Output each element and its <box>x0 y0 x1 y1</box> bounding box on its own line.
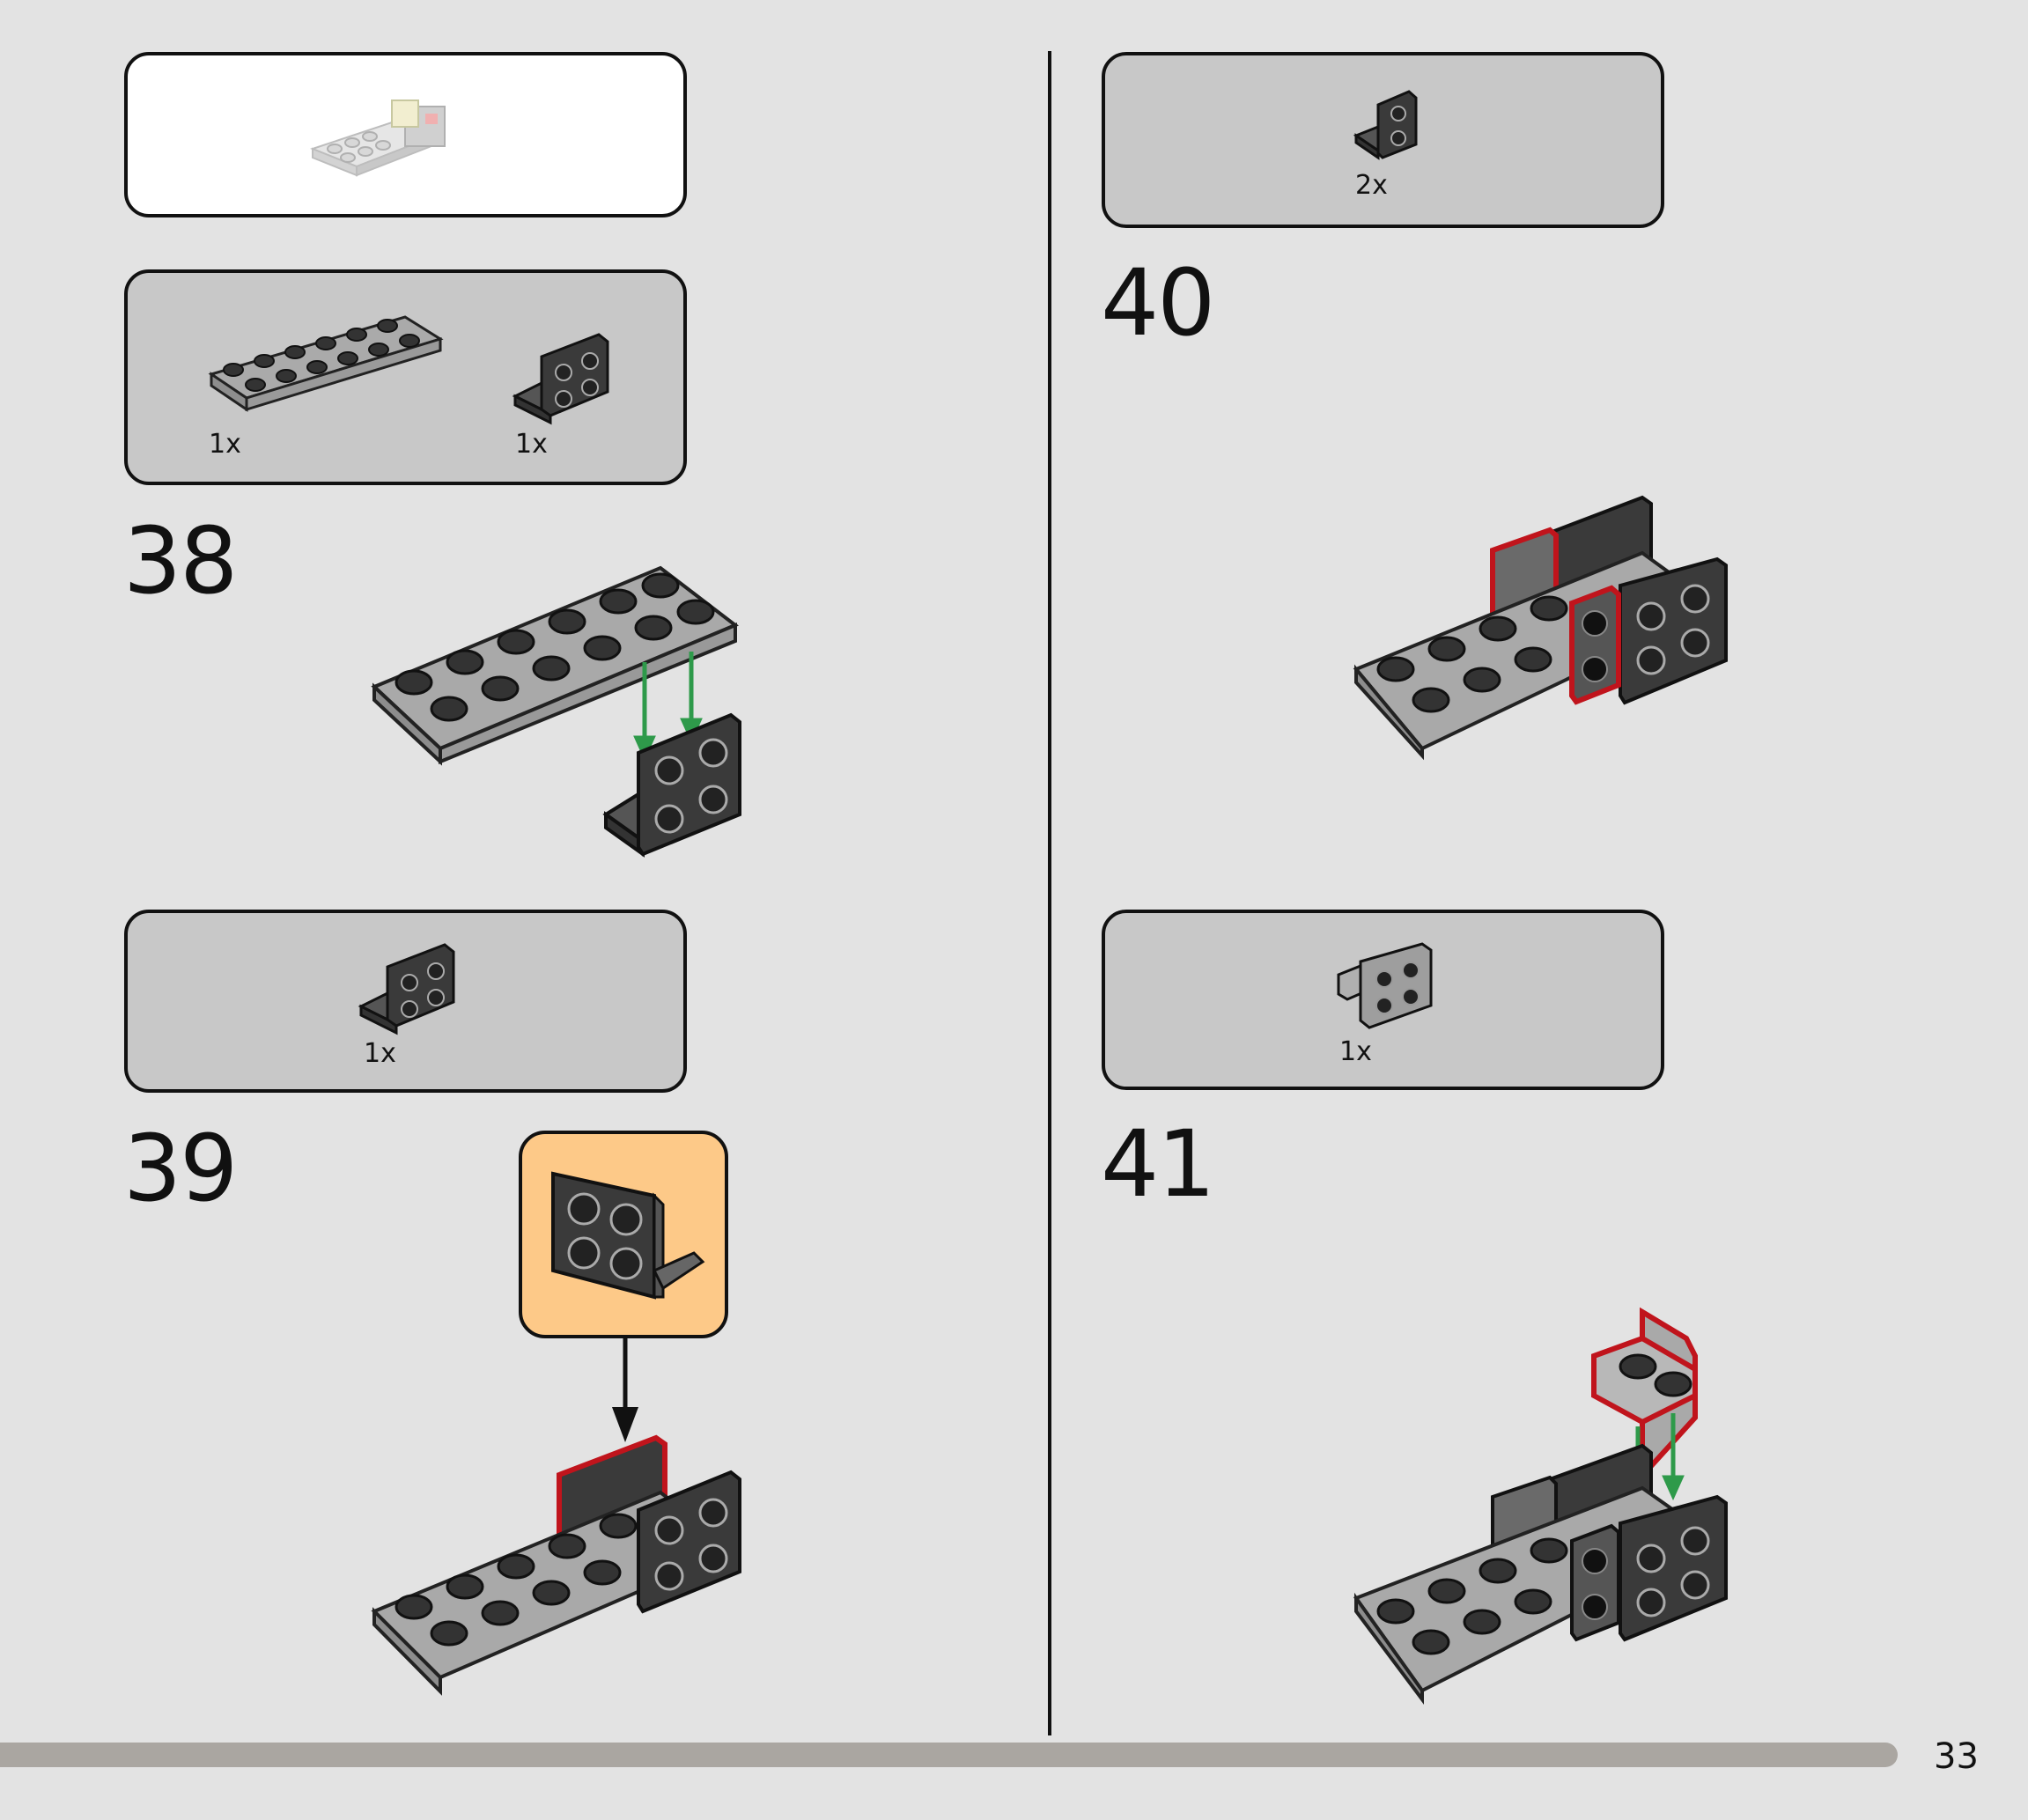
parts-list-step-41: 1x <box>1102 910 1664 1090</box>
part-quantity: 1x <box>364 1038 396 1069</box>
part-quantity: 1x <box>1339 1036 1372 1067</box>
parts-list-step-39: 1x <box>124 910 687 1093</box>
orientation-callout <box>519 1131 728 1338</box>
step-number: 40 <box>1101 249 1215 357</box>
part-quantity: 1x <box>515 429 548 460</box>
bracket-2x2-icon <box>358 943 455 1035</box>
bracket-2x2-light-icon <box>1337 942 1433 1029</box>
step-40-build-illustration <box>1353 495 1728 761</box>
progress-preview-box <box>124 52 687 217</box>
parts-list-step-40: 2x <box>1102 52 1664 228</box>
part-quantity: 1x <box>209 429 241 460</box>
model-preview-icon <box>310 99 446 177</box>
progress-bar <box>0 1743 1898 1767</box>
step-number: 41 <box>1101 1110 1215 1218</box>
bracket-1x2-icon <box>1353 90 1418 160</box>
step-39-build-illustration <box>371 1434 741 1696</box>
parts-list-step-38: 1x 1x <box>124 269 687 485</box>
2x6-plate-icon <box>208 315 444 412</box>
part-quantity: 2x <box>1355 170 1388 201</box>
page-number: 33 <box>1934 1736 1979 1777</box>
placement-arrow <box>612 1338 638 1442</box>
step-number: 39 <box>123 1115 238 1222</box>
step-38-build-illustration <box>371 565 741 858</box>
page-divider <box>1048 51 1051 1735</box>
bracket-2x2-icon <box>512 333 609 425</box>
step-number: 38 <box>123 507 238 615</box>
step-41-build-illustration <box>1353 1307 1728 1705</box>
bracket-2x2-icon <box>551 1171 705 1300</box>
